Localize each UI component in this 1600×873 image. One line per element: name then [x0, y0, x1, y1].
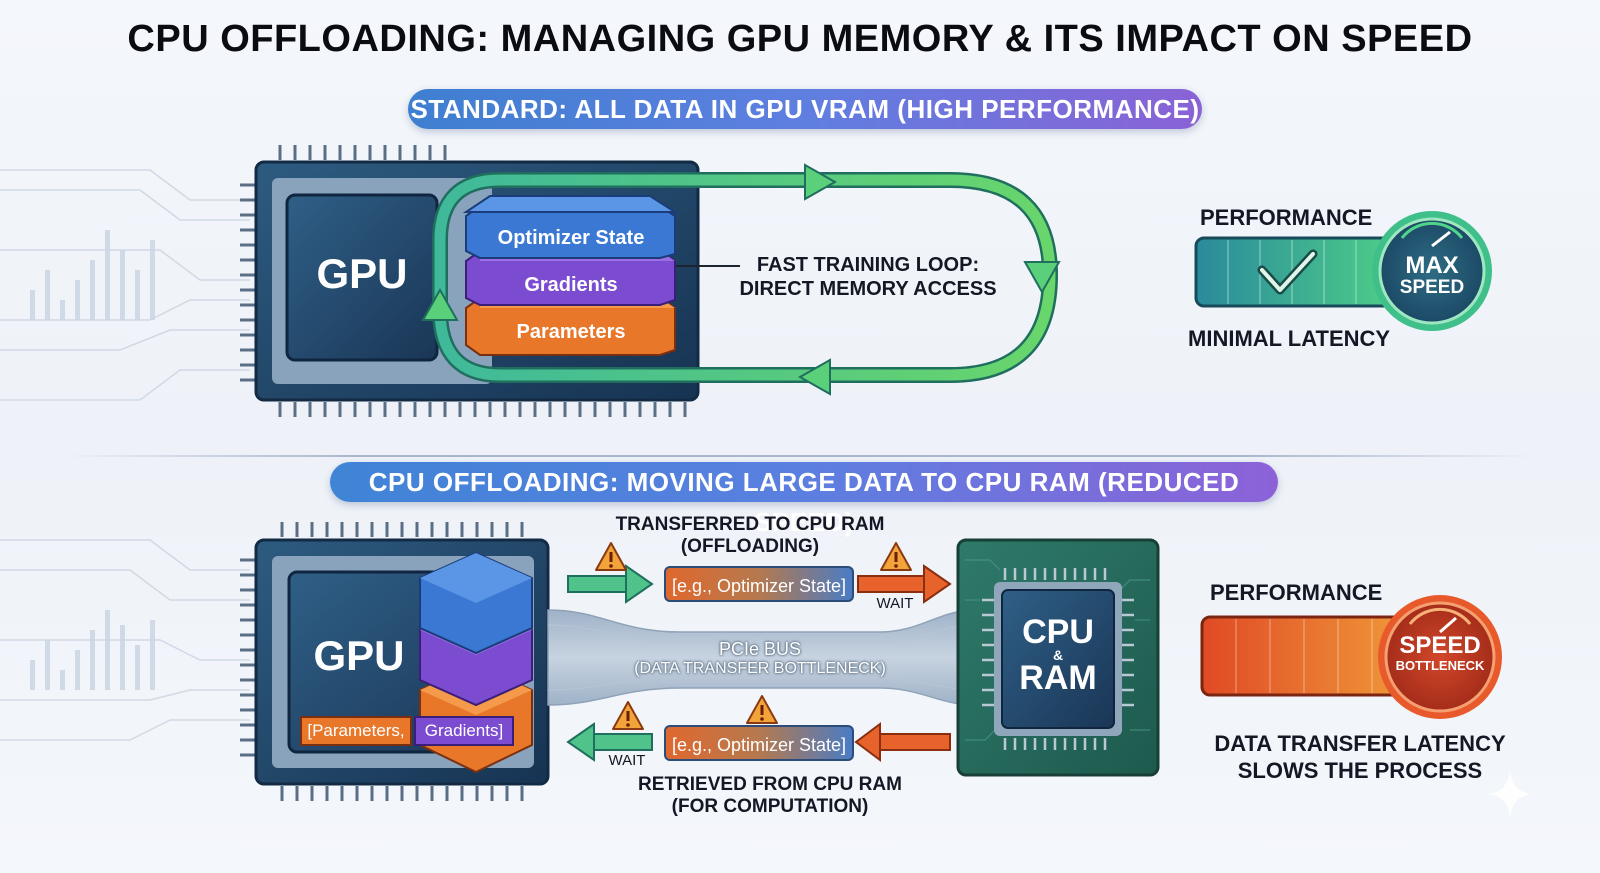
- standard-banner: STANDARD: ALL DATA IN GPU VRAM (HIGH PER…: [408, 89, 1202, 129]
- warning-icon: [880, 542, 912, 571]
- gpu-tag-row: [Parameters, Gradients]: [300, 716, 514, 746]
- loop-label: FAST TRAINING LOOP: DIRECT MEMORY ACCESS: [738, 253, 998, 301]
- gpu-tag-parameters: [Parameters,: [300, 716, 412, 746]
- sparkle-icon: [1488, 770, 1532, 818]
- retrieve-label: RETRIEVED FROM CPU RAM (FOR COMPUTATION): [620, 774, 920, 818]
- bar-chart-decoration-top: [30, 230, 155, 320]
- offload-arrow-left: [567, 564, 654, 604]
- offloading-banner: CPU OFFLOADING: MOVING LARGE DATA TO CPU…: [330, 462, 1278, 537]
- performance-label-top: PERFORMANCE: [1200, 205, 1373, 230]
- retrieve-arrow-left: [566, 722, 653, 762]
- wait-label-top: WAIT: [876, 595, 914, 612]
- page-title: CPU OFFLOADING: MANAGING GPU MEMORY & IT…: [127, 18, 1473, 60]
- transfer-line1: TRANSFERRED TO CPU RAM: [615, 514, 885, 535]
- gauge-top-line1: MAX: [1405, 252, 1459, 279]
- speedometer-icon-top: [1372, 211, 1492, 331]
- pcie-bus-label: PCIe BUS (DATA TRANSFER BOTTLENECK): [630, 639, 890, 679]
- performance-bar-top: [1194, 236, 1403, 308]
- offload-arrow-right: [857, 564, 952, 604]
- transfer-line2: (OFFLOADING): [680, 536, 820, 557]
- warning-icon: [612, 701, 644, 730]
- layer-stack-top: [462, 195, 679, 356]
- gauge-text-bottom: SPEED BOTTLENECK: [1386, 634, 1494, 674]
- cpu-ram-label: CPU & RAM: [1002, 614, 1114, 696]
- bus-line2: (DATA TRANSFER BOTTLENECK): [634, 660, 886, 677]
- bus-line1: PCIe BUS: [718, 639, 802, 659]
- performance-label-bottom: PERFORMANCE: [1210, 580, 1383, 605]
- speedometer-icon-bottom: [1378, 595, 1502, 719]
- retrieve-arrow-right: [854, 722, 951, 762]
- gauge-top-line2: SPEED: [1399, 277, 1465, 298]
- cpu-amp: &: [1052, 647, 1064, 663]
- retrieve-line1: RETRIEVED FROM CPU RAM: [638, 774, 902, 795]
- gpu-label-bottom: GPU: [313, 632, 405, 679]
- gauge-text-top: MAX SPEED: [1380, 254, 1484, 298]
- layer-gradients: Gradients: [524, 274, 618, 296]
- section-divider: [60, 455, 1540, 457]
- gauge-bottom-line1: SPEED: [1399, 632, 1481, 659]
- loop-arrowheads: [421, 163, 1061, 396]
- latency-label-top: MINIMAL LATENCY: [1188, 326, 1391, 351]
- retrieve-line2: (FOR COMPUTATION): [671, 796, 869, 817]
- loop-label-line2: DIRECT MEMORY ACCESS: [739, 278, 997, 300]
- layer-optimizer-state: Optimizer State: [497, 227, 645, 249]
- wait-label-bottom: WAIT: [608, 752, 646, 769]
- transfer-pill: [e.g., Optimizer State]: [664, 566, 854, 602]
- layer-parameters: Parameters: [516, 321, 626, 343]
- cpu-line1: CPU: [1022, 613, 1094, 651]
- latency-label-bottom: DATA TRANSFER LATENCY SLOWS THE PROCESS: [1200, 730, 1520, 784]
- loop-label-line1: FAST TRAINING LOOP:: [756, 254, 980, 276]
- bar-chart-decoration-bottom: [30, 610, 155, 690]
- retrieve-pill: [e.g., Optimizer State]: [664, 725, 854, 761]
- cpu-ram-chip: [956, 538, 1160, 777]
- transfer-label: TRANSFERRED TO CPU RAM (OFFLOADING): [600, 514, 900, 558]
- latency-line2: SLOWS THE PROCESS: [1237, 758, 1483, 783]
- cpu-line2: RAM: [1019, 659, 1097, 697]
- gpu-tag-gradients: Gradients]: [414, 716, 514, 746]
- warning-icon: [595, 542, 627, 571]
- gpu-label-top: GPU: [316, 250, 408, 297]
- warning-icon: [746, 695, 778, 724]
- latency-line1: DATA TRANSFER LATENCY: [1214, 731, 1506, 756]
- gauge-bottom-line2: BOTTLENECK: [1395, 658, 1485, 673]
